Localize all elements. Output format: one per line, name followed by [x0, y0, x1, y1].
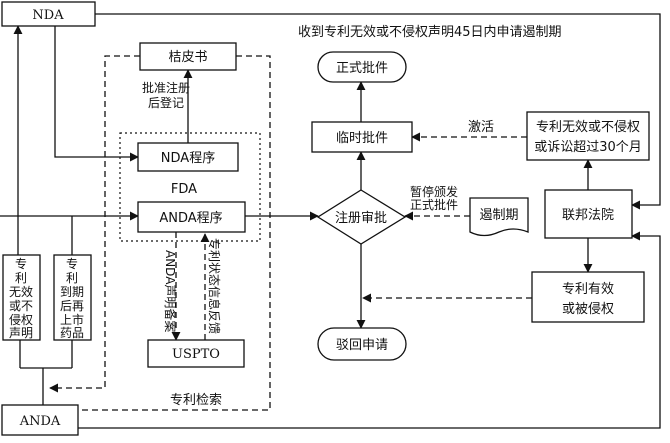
- nda-label: NDA: [32, 8, 64, 23]
- patent-invalid-line-2: 或诉讼超过30个月: [534, 140, 642, 155]
- statement2-line-4: 后再: [60, 299, 84, 313]
- orange-book-to-anda-dashed: [49, 55, 140, 393]
- suspend-line-1: 暂停颁发: [410, 184, 458, 199]
- reject-application-node: 驳回申请: [317, 327, 407, 361]
- registration-review-label: 注册审批: [335, 211, 387, 226]
- reject-application-label: 驳回申请: [336, 338, 388, 353]
- anda-program-node: ANDA程序: [137, 201, 246, 233]
- patent-invalid-statement-node: 专 利 无效 或不 侵权 声明: [2, 254, 41, 341]
- orange-book-label: 桔皮书: [168, 50, 207, 65]
- statement1-line-3: 无效: [9, 284, 33, 299]
- orange-book-right-dashed: [78, 55, 271, 411]
- statement2-line-2: 利: [66, 271, 78, 285]
- temporary-approval-node: 临时批件: [311, 121, 413, 153]
- registration-review-node: 注册审批: [316, 189, 407, 245]
- anda-label: ANDA: [19, 414, 61, 429]
- formal-approval-label: 正式批件: [336, 61, 388, 76]
- formal-approval-node: 正式批件: [317, 51, 407, 83]
- nda-program-label: NDA程序: [161, 151, 215, 166]
- patent-feedback-label: 专利状态信息反馈: [207, 238, 222, 334]
- patent-expiry-node: 专 利 到期 后再 上市 药品: [53, 254, 92, 341]
- anda-to-federal-court-line: [78, 231, 661, 429]
- statement2-line-6: 药品: [60, 326, 84, 340]
- statement1-line-6: 声明: [9, 326, 33, 340]
- stay-period-node: 遏制期: [469, 197, 529, 237]
- anda-statement-label: ANDA声明备案: [163, 250, 178, 332]
- activate-label: 激活: [468, 120, 494, 135]
- patent-invalid-or-court-node: 专利无效或不侵权 或诉讼超过30个月: [526, 111, 650, 161]
- patent-valid-line-1: 专利有效: [562, 282, 614, 297]
- anda-node: ANDA: [1, 404, 79, 436]
- uspto-node: USPTO: [147, 339, 245, 368]
- patent-valid-line-2: 或被侵权: [562, 301, 614, 317]
- statement2-line-3: 到期: [60, 285, 84, 299]
- stay-period-label: 遏制期: [479, 208, 518, 223]
- statement2-line-5: 上市: [60, 312, 84, 327]
- orange-book-node: 桔皮书: [139, 42, 237, 71]
- statement1-line-2: 利: [15, 271, 27, 285]
- nda-to-federal-court-line: [95, 13, 661, 210]
- dashed-connectors: [49, 55, 532, 411]
- suspend-line-2: 正式批件: [410, 197, 458, 212]
- statement2-line-1: 专: [66, 256, 78, 271]
- top-note-label: 收到专利无效或不侵权声明45日内申请遏制期: [298, 24, 562, 40]
- fda-label: FDA: [171, 182, 197, 197]
- statement1-line-5: 侵权: [9, 312, 33, 327]
- patent-invalid-line-1: 专利无效或不侵权: [536, 119, 640, 135]
- nda-node: NDA: [1, 1, 96, 27]
- federal-court-label: 联邦法院: [562, 208, 614, 223]
- fda-region: [119, 132, 261, 242]
- temporary-approval-label: 临时批件: [336, 131, 388, 146]
- statement1-line-4: 或不: [9, 299, 33, 313]
- federal-court-node: 联邦法院: [544, 189, 633, 239]
- after-approval-line-1: 批准注册: [142, 80, 190, 95]
- anda-program-label: ANDA程序: [159, 211, 222, 226]
- nda-to-nda-program-line: [54, 26, 139, 162]
- statement1-line-1: 专: [15, 256, 27, 271]
- after-approval-line-2: 后登记: [148, 95, 184, 110]
- nda-program-node: NDA程序: [137, 142, 239, 172]
- solid-connectors: [0, 13, 661, 429]
- patent-valid-node: 专利有效 或被侵权: [531, 271, 645, 323]
- uspto-label: USPTO: [172, 347, 220, 362]
- patent-search-label: 专利检索: [170, 393, 222, 408]
